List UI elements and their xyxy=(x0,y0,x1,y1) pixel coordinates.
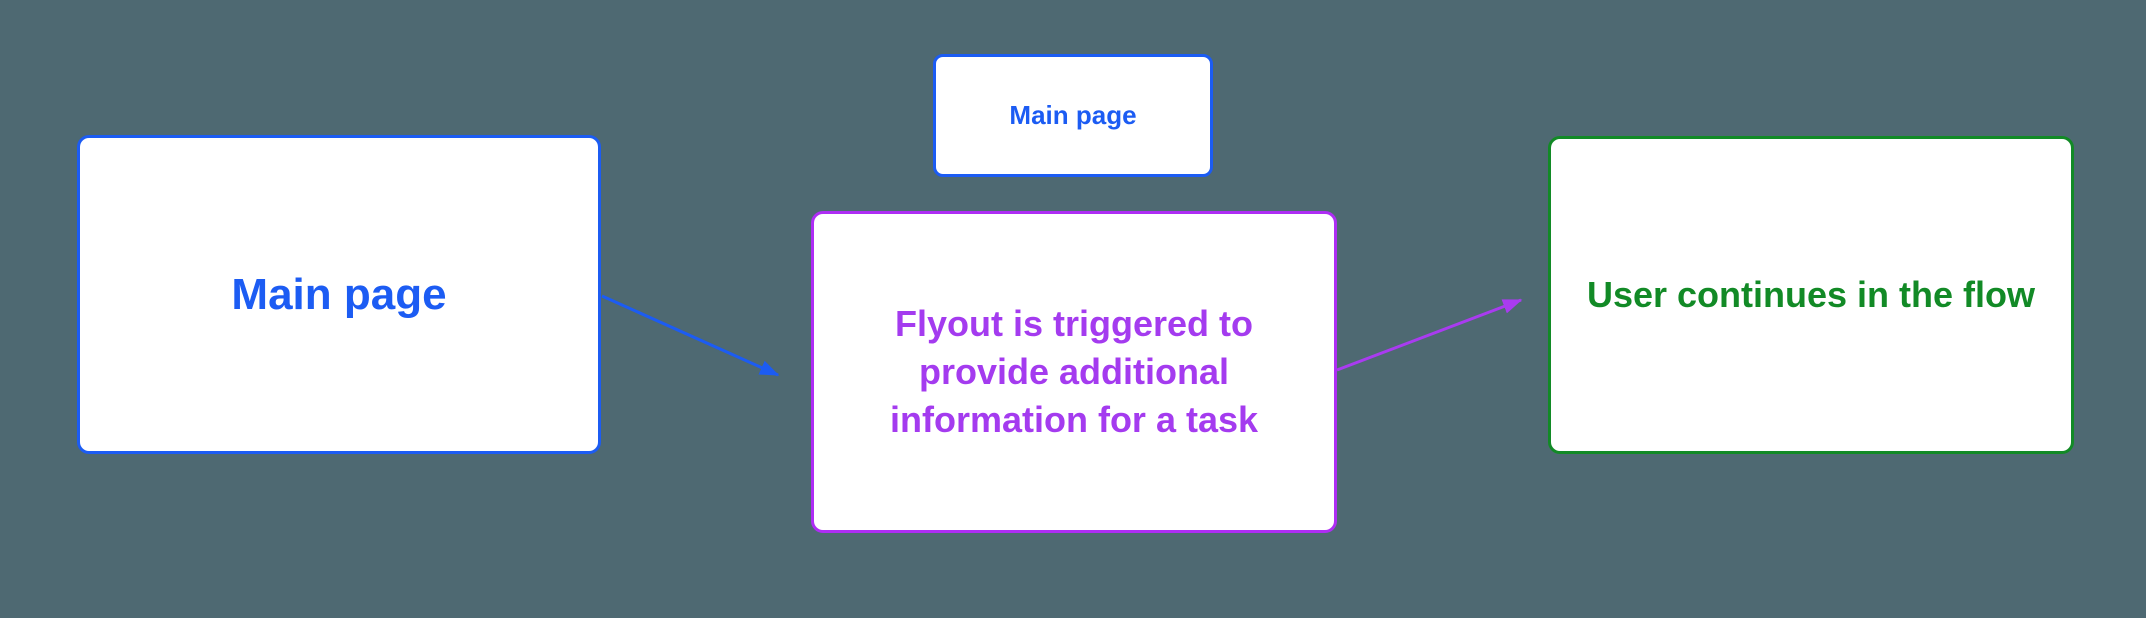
node-user-continues-label: User continues in the flow xyxy=(1586,274,2036,315)
node-main-page-label: Main page xyxy=(231,269,447,319)
node-flyout: Flyout is triggered to provide additiona… xyxy=(811,211,1337,533)
node-flyout-label: Flyout is triggered to provide additiona… xyxy=(889,303,1259,440)
arrow-flyout-to-outcome xyxy=(1336,298,1523,372)
node-main-page-small: Main page xyxy=(933,54,1213,177)
node-user-continues: User continues in the flow xyxy=(1548,136,2074,454)
node-main-page: Main page xyxy=(77,135,601,454)
node-main-page-small-label: Main page xyxy=(1009,100,1137,130)
arrow-main-page-to-flyout xyxy=(601,294,780,377)
